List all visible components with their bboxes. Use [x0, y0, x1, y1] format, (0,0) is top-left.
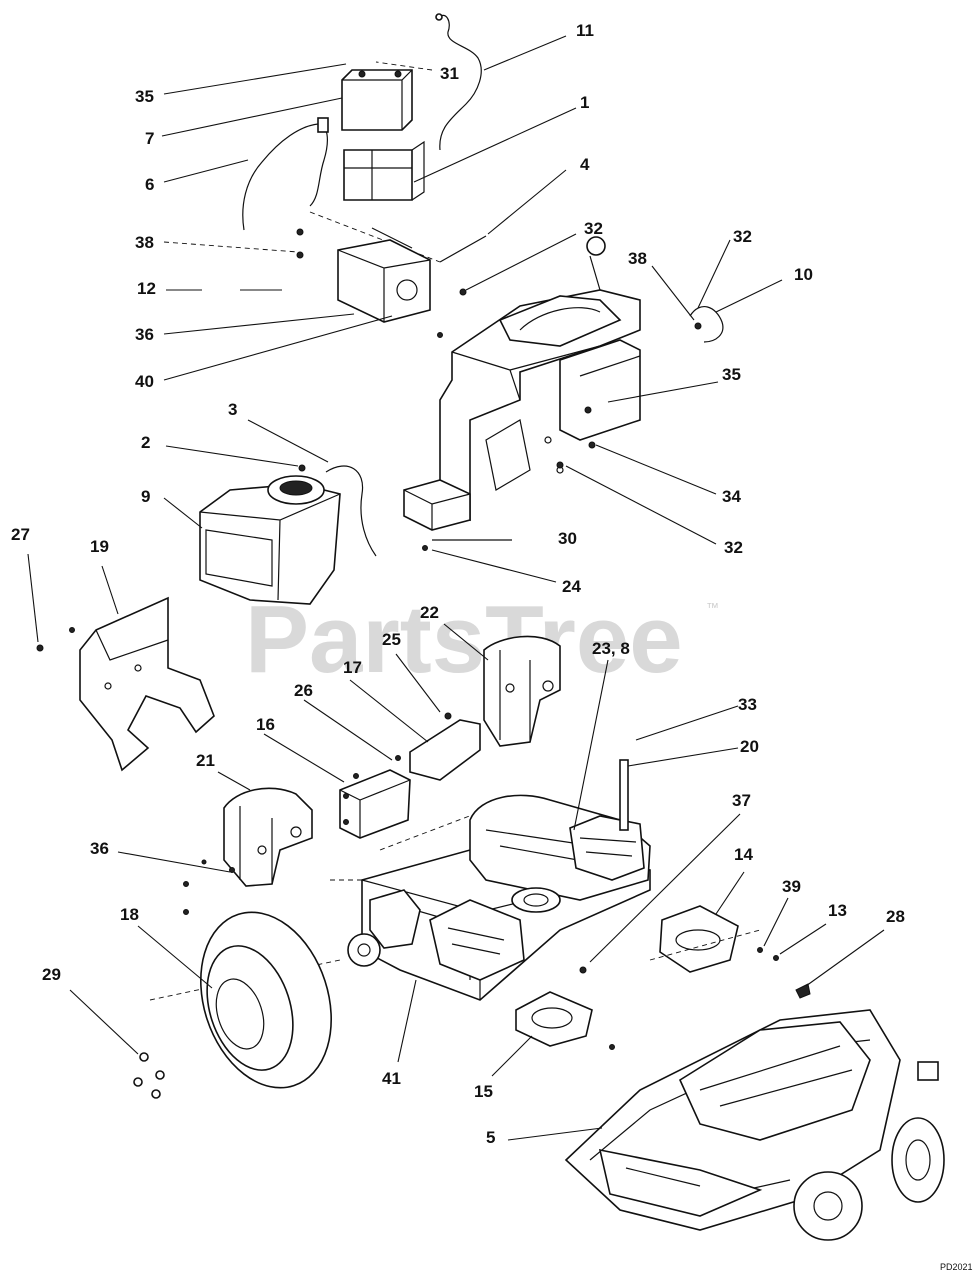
callout-30: 30 [558, 529, 577, 548]
engine-deck-assembly [429, 759, 651, 981]
belt-guard-22 [483, 635, 561, 747]
callout-39: 39 [782, 877, 801, 896]
callout-13: 13 [828, 901, 847, 920]
guard-21 [223, 787, 313, 887]
bolt-26 [395, 755, 401, 761]
bolt-15b [609, 1044, 615, 1050]
callout-35-right: 35 [722, 365, 741, 384]
callout-2: 2 [141, 433, 150, 452]
callout-21: 21 [196, 751, 215, 770]
frame-weldment [439, 236, 641, 522]
callout-11: 11 [576, 21, 594, 40]
mower-deck [564, 1009, 945, 1241]
callout-27: 27 [11, 525, 30, 544]
watermark-trademark: ™ [706, 600, 719, 615]
callout-9: 9 [141, 487, 150, 506]
washer-36d [183, 909, 189, 915]
callout-5: 5 [486, 1128, 495, 1147]
callout-25: 25 [382, 630, 401, 649]
callout-41: 41 [382, 1069, 401, 1088]
callout-10: 10 [794, 265, 813, 284]
screw-13 [773, 955, 779, 961]
screw-24 [422, 545, 428, 551]
bracket-17 [409, 712, 481, 781]
callout-17: 17 [343, 658, 362, 677]
callout-15: 15 [474, 1082, 493, 1101]
callout-28: 28 [886, 907, 905, 926]
callout-32-top: 32 [584, 219, 603, 238]
callout-16: 16 [256, 715, 275, 734]
callout-14: 14 [734, 845, 753, 864]
drawing-code: PD2021 [940, 1262, 973, 1272]
bolt-32a [459, 288, 467, 296]
callout-labels: 11 31 35 1 7 6 4 38 32 32 12 38 10 36 40… [11, 21, 905, 1147]
screw-27 [36, 644, 44, 652]
bolt-35 [584, 406, 592, 414]
clamp-2 [298, 464, 306, 472]
callout-37: 37 [732, 791, 751, 810]
washer-39 [757, 947, 763, 953]
pulley-cover-15 [515, 991, 593, 1047]
control-handle-10 [689, 306, 724, 343]
callout-26: 26 [294, 681, 313, 700]
leader-lines [27, 35, 885, 1141]
callout-34: 34 [722, 487, 741, 506]
callout-24: 24 [562, 577, 581, 596]
callout-12: 12 [137, 279, 156, 298]
pulley-cover-14 [659, 905, 739, 973]
callout-4: 4 [580, 155, 590, 174]
bolt-37 [579, 966, 587, 974]
callout-40: 40 [135, 372, 154, 391]
callout-3: 3 [228, 400, 237, 419]
callout-38-right: 38 [628, 249, 647, 268]
deck-centerline [649, 929, 761, 961]
callout-18: 18 [120, 905, 139, 924]
battery-box-12 [337, 227, 431, 323]
callout-7: 7 [145, 129, 154, 148]
bolt-32c [556, 461, 564, 469]
callout-35-top: 35 [135, 87, 154, 106]
callout-22: 22 [420, 603, 439, 622]
callout-29: 29 [42, 965, 61, 984]
battery-cable-11 [435, 13, 482, 151]
bolt-34 [588, 441, 596, 449]
lug-nuts-29 [133, 1052, 165, 1099]
battery-hold-down-bracket-1 [343, 140, 425, 201]
battery-7 [341, 69, 413, 131]
screw-36b [229, 867, 235, 873]
screw-27b [69, 627, 75, 633]
callout-36-top: 36 [135, 325, 154, 344]
callout-32-right: 32 [733, 227, 752, 246]
drive-wheel-18 [200, 911, 332, 1089]
callout-32-lower: 32 [724, 538, 743, 557]
callout-36-lower: 36 [90, 839, 109, 858]
nut-40 [437, 332, 443, 338]
fuel-tank-9 [199, 475, 341, 605]
callout-1: 1 [580, 93, 589, 112]
washer-36c [183, 881, 189, 887]
bracket-30 [403, 479, 512, 541]
callout-6: 6 [145, 175, 154, 194]
callout-33: 33 [738, 695, 757, 714]
screw-38a [296, 228, 304, 236]
callout-19: 19 [90, 537, 109, 556]
callout-31: 31 [440, 64, 459, 83]
shield-19 [79, 596, 215, 772]
bolt-28 [795, 983, 811, 999]
screw-38b [296, 251, 304, 259]
fuel-line-3 [325, 465, 377, 557]
bracket-16 [339, 769, 411, 839]
callout-38-left: 38 [135, 233, 154, 252]
hub-assembly [347, 889, 421, 967]
washer-36e [201, 859, 207, 865]
battery-rod-4 [309, 211, 487, 263]
callout-23-8: 23, 8 [592, 639, 630, 658]
battery-cable-6 [242, 117, 329, 231]
callout-20: 20 [740, 737, 759, 756]
